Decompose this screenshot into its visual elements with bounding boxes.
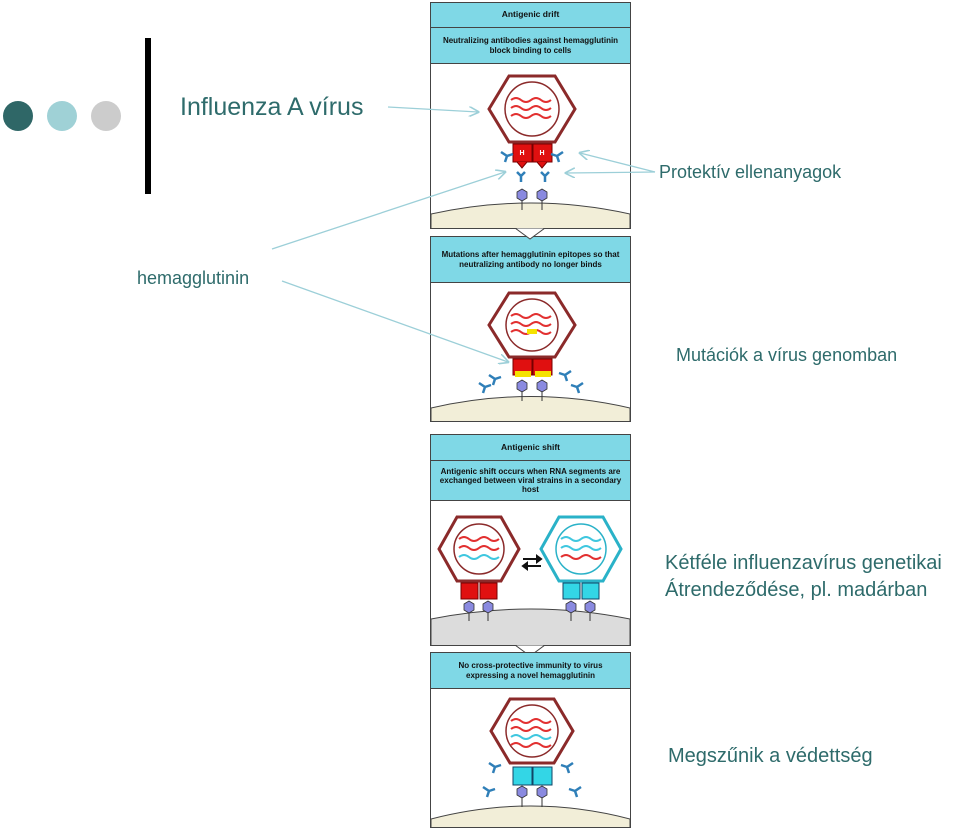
label-protection-lost: Megszűnik a védettség [668, 745, 873, 767]
antibodies [482, 761, 582, 798]
virus-capsid-cyan [539, 515, 623, 621]
receptors [516, 785, 548, 807]
hemagglutinin-red: H H [512, 143, 553, 169]
nav-dot-1 [3, 101, 33, 131]
virus-capsid [489, 697, 575, 765]
receptors [516, 379, 548, 401]
slide-title: Influenza A vírus [180, 93, 364, 121]
virus-capsid-red [437, 515, 521, 621]
antibodies [500, 150, 564, 182]
antibodies [478, 369, 584, 394]
shift-panel-1: Antigenic shift Antigenic shift occurs w… [430, 434, 631, 646]
label-protective-antibodies: Protektív ellenanyagok [659, 162, 842, 182]
shift-step1-text: Antigenic shift occurs when RNA segments… [431, 461, 630, 501]
nav-dot-2 [47, 101, 77, 131]
hemagglutinin-mutated [512, 358, 553, 377]
drift-scene-2 [431, 283, 630, 421]
drift-panel-2: Mutations after hemagglutinin epitopes s… [430, 236, 631, 422]
label-reassortment-line1: Kétféle influenzavírus genetikai [665, 552, 942, 574]
drift-step2-text: Mutations after hemagglutinin epitopes s… [431, 237, 630, 283]
label-reassortment-line2: Átrendeződése, pl. madárban [665, 579, 928, 601]
exchange-arrows-icon [521, 554, 543, 571]
label-hemagglutinin: hemagglutinin [137, 268, 250, 288]
shift-arrow [515, 645, 545, 657]
drift-panel-1: Antigenic drift Neutralizing antibodies … [430, 2, 631, 229]
shift-title: Antigenic shift [431, 435, 630, 461]
drift-arrow [515, 228, 545, 240]
drift-scene-1: H H [431, 64, 630, 228]
receptors [516, 188, 548, 210]
title-divider-bar [145, 38, 151, 194]
hemagglutinin-cyan [512, 766, 553, 786]
virus-capsid [487, 74, 577, 144]
shift-panel-2: No cross-protective immunity to virus ex… [430, 652, 631, 828]
label-mutations: Mutációk a vírus genomban [676, 345, 898, 365]
ha-label: H [519, 150, 524, 157]
drift-step1-text: Neutralizing antibodies against hemagglu… [431, 28, 630, 64]
shift-scene-2 [431, 689, 630, 827]
nav-dot-3 [91, 101, 121, 131]
ha-label: H [539, 150, 544, 157]
shift-scene [431, 501, 630, 645]
shift-step2-text: No cross-protective immunity to virus ex… [431, 653, 630, 689]
virus-capsid [487, 291, 577, 359]
drift-title: Antigenic drift [431, 3, 630, 28]
